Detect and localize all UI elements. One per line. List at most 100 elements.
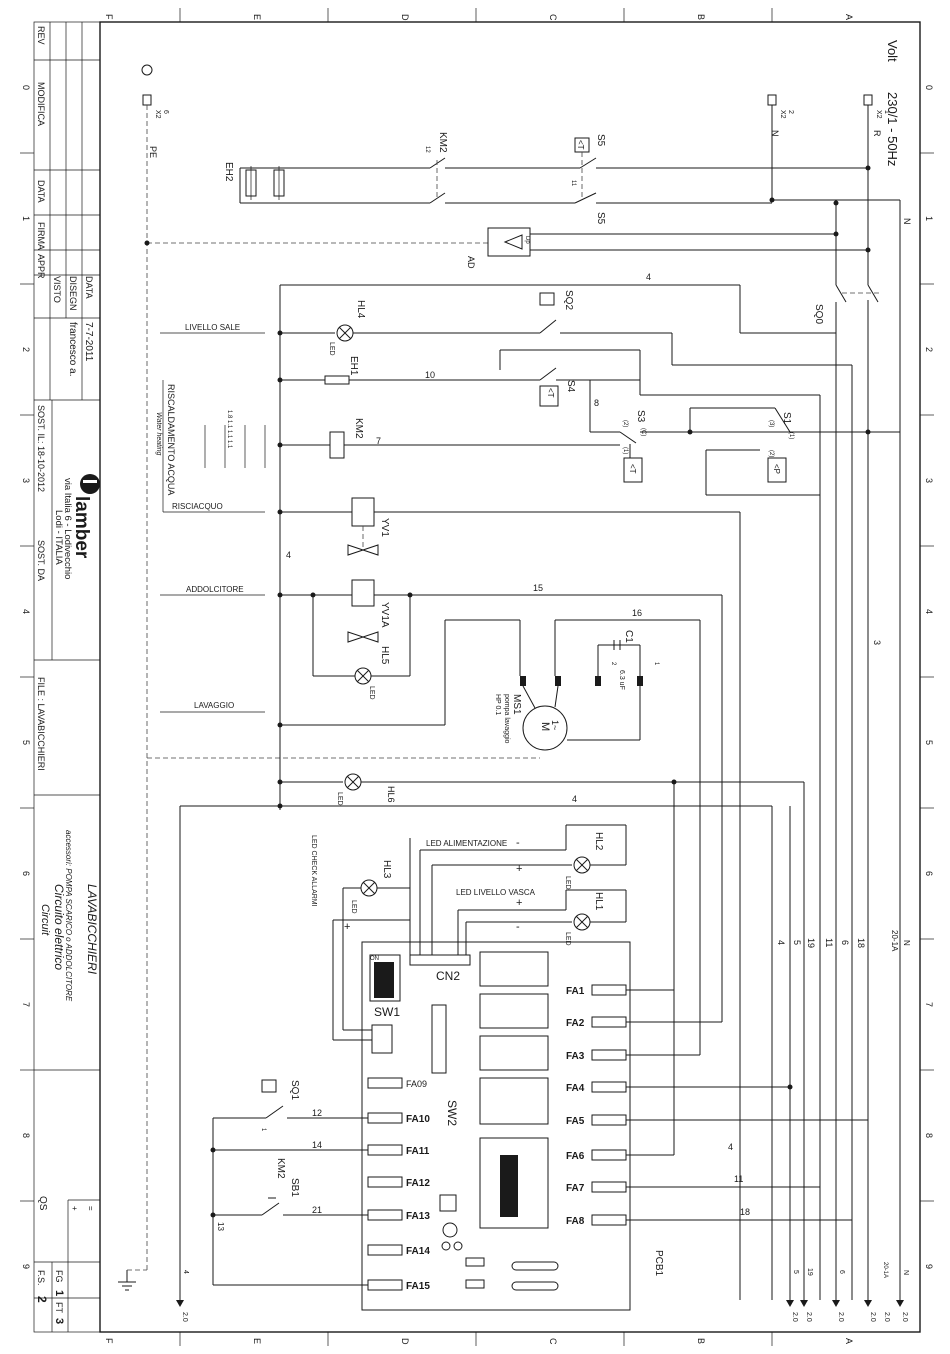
sq2-label: SQ2 (563, 290, 574, 310)
grid-col-top: A (844, 14, 854, 20)
function-labels: LIVELLO SALE RISCALDAMENTO ACQUA Water h… (155, 323, 536, 933)
sost-da: SOST. DA (36, 540, 46, 581)
data-field-label: DATA (84, 276, 94, 299)
sq1-float (261, 1079, 277, 1093)
volt-label: Volt (885, 40, 900, 62)
yv1-coil (351, 497, 375, 527)
addolcitore-label: ADDOLCITORE (186, 585, 244, 594)
grid-row-right: 8 (924, 1133, 934, 1138)
sb1-label: SB1 (289, 1178, 300, 1197)
led-livello-vasca-label: LED LIVELLO VASCA (456, 888, 536, 897)
terminal-n (767, 94, 777, 106)
svg-text:2.0: 2.0 (181, 1312, 188, 1322)
sw1-label: SW1 (374, 1005, 400, 1019)
grid-col-bottom: C (548, 1338, 558, 1345)
hl3-label: HL3 (381, 860, 392, 879)
svg-text:1: 1 (653, 662, 659, 666)
svg-text:2.0: 2.0 (791, 1312, 798, 1322)
wire-number: 18 (740, 1207, 750, 1217)
fa11-label: FA11 (406, 1146, 430, 1157)
km2-contact-label: KM2 (275, 1158, 286, 1179)
terminal-fa09 (367, 1077, 403, 1089)
svg-text:lamber: lamber (71, 496, 92, 559)
grid-col-top: C (548, 14, 558, 21)
svg-text:(C): (C) (640, 428, 646, 436)
ft-value: 3 (53, 1318, 65, 1324)
grid-row-right: 1 (924, 216, 934, 221)
led-check-allarmi-label: LED CHECK ALLARMI (310, 835, 317, 907)
fa14-label: FA14 (406, 1246, 430, 1257)
yv1a-valve (347, 631, 379, 643)
s4-thermostat (539, 385, 559, 407)
grid-row-left: 9 (21, 1264, 31, 1269)
svg-text:1: 1 (883, 110, 890, 114)
wire-number: 20-1A (890, 930, 899, 952)
supply-spec: 230/1 - 50Hz (885, 92, 900, 166)
jumper-strip (431, 1004, 447, 1074)
svg-text:R: R (872, 130, 882, 137)
svg-text:+: + (516, 897, 522, 909)
data-label: DATA (36, 180, 46, 203)
component-labels: EH2 KM2 12 S5 S5 11 AD Dp SQ2 SQ0 HL4 LE… (223, 132, 824, 1277)
file-label: FILE : LAVABICCHIERI (36, 677, 46, 771)
grid-row-left: 3 (21, 478, 31, 483)
component-square (439, 1194, 457, 1212)
terminal-fa14 (367, 1244, 403, 1256)
transformer (479, 1137, 549, 1229)
earth-symbol (141, 64, 153, 76)
pcb1-label: PCB1 (653, 1250, 664, 1277)
grid-col-bottom: B (696, 1338, 706, 1344)
fa09-label: FA09 (406, 1079, 427, 1089)
plus-mark: + (70, 1206, 79, 1211)
fg-label: FG (54, 1270, 64, 1283)
grid-col-bottom: F (104, 1338, 114, 1344)
svg-text:+: + (344, 921, 350, 933)
firma-label: FIRMA (36, 222, 46, 250)
grid-column-letters: F E D C B A F E D C B A (104, 14, 854, 1345)
grid-col-top: F (104, 14, 114, 20)
svg-text:2: 2 (610, 662, 616, 666)
visto-label: VISTO (52, 276, 62, 303)
svg-text:2.0: 2.0 (837, 1312, 844, 1322)
grid-col-top: D (400, 14, 410, 21)
svg-text:PE: PE (148, 146, 158, 158)
grid-row-right: 7 (924, 1002, 934, 1007)
sq0-label: SQ0 (813, 304, 824, 324)
svg-text:(1): (1) (622, 447, 628, 454)
wire-number: 3 (872, 640, 882, 645)
subtitle-it: Circuito elettrico (52, 884, 66, 970)
wire-number: 8 (594, 398, 599, 408)
terminal-fa10 (367, 1112, 403, 1124)
grid-row-left: 5 (21, 740, 31, 745)
eh2-label: EH2 (223, 162, 234, 182)
component-cap (442, 1222, 458, 1238)
grid-row-right: 3 (924, 478, 934, 483)
yv1a-label: YV1A (379, 602, 390, 628)
fa15-label: FA15 (406, 1281, 430, 1292)
svg-text:2.0: 2.0 (869, 1312, 876, 1322)
grid-row-left: 7 (21, 1002, 31, 1007)
wire-number: 4 (572, 794, 577, 804)
wire-number: 4 (728, 1142, 733, 1152)
wire-numbers: 4 10 8 7 4 15 16 3 4 12 14 21 4 11 18 4 … (216, 218, 912, 1231)
motor-terminal (637, 676, 643, 686)
relay-1 (479, 951, 549, 987)
terminal-fa5 (591, 1114, 627, 1126)
s5-label: S5 (595, 134, 606, 147)
sq1-label: SQ1 (289, 1080, 300, 1100)
company-logo: lamber (71, 474, 100, 559)
s3-label: S3 (635, 410, 646, 423)
wire-number: 7 (376, 436, 381, 446)
drawing-frame (20, 8, 934, 1346)
wire-number: 14 (312, 1140, 322, 1150)
motor-terminal (555, 676, 561, 686)
eh1-heater (324, 375, 350, 385)
grid-row-right: 9 (924, 1264, 934, 1269)
fa2-label: FA2 (566, 1018, 585, 1029)
svg-text:M: M (539, 722, 551, 731)
km2-coil (329, 431, 345, 459)
svg-text:pompa lavaggio: pompa lavaggio (503, 694, 510, 744)
grid-row-left: 0 (21, 85, 31, 90)
grid-row-right: 6 (924, 871, 934, 876)
fa5-label: FA5 (566, 1116, 585, 1127)
